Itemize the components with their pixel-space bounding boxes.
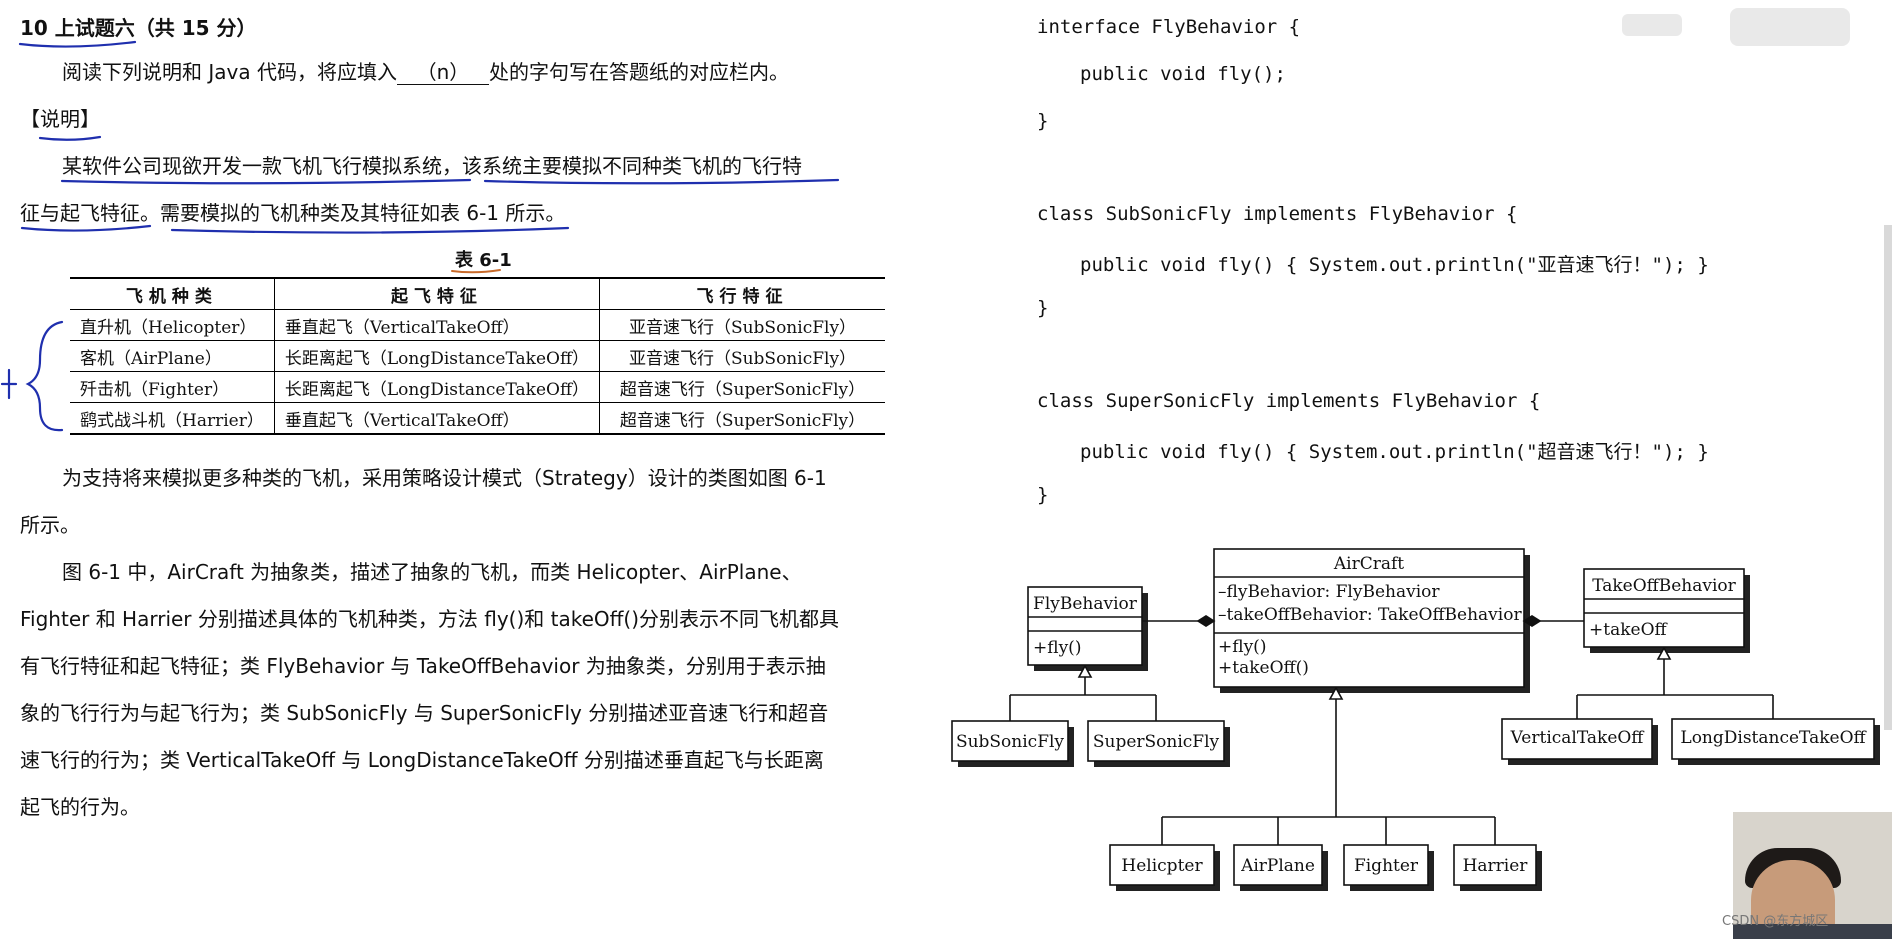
verticaltakeoff-name: VerticalTakeOff — [1510, 728, 1646, 748]
table-cell: 直升机（Helicopter） — [80, 317, 257, 338]
table-caption: 表 6-1 — [455, 250, 512, 271]
para3-line5: 速飞行的行为；类 VerticalTakeOff 与 LongDistanceT… — [20, 748, 824, 772]
para1-underline-c — [20, 224, 152, 232]
table-cell: 长距离起飞（LongDistanceTakeOff） — [273, 340, 600, 372]
class-fighter: Fighter — [1343, 844, 1434, 891]
subsonicfly-name: SubSonicFly — [956, 732, 1064, 752]
helicpter-name: Helicpter — [1121, 856, 1203, 876]
class-aircraft: AirCraft –flyBehavior: FlyBehavior –take… — [1213, 548, 1530, 693]
flybehavior-name: FlyBehavior — [1033, 594, 1138, 614]
question-title: 10 上试题六（共 15 分） — [20, 16, 257, 40]
aircraft-op-fly: +fly() — [1218, 637, 1266, 657]
intro-after: 处的字句写在答题纸的对应栏内。 — [488, 60, 789, 84]
takeoff-inheritance — [1576, 646, 1774, 719]
airplane-name: AirPlane — [1240, 856, 1315, 876]
class-longdistancetakeoff: LongDistanceTakeOff — [1671, 718, 1880, 765]
class-supersonicfly: SuperSonicFly — [1087, 720, 1230, 767]
webcam-shirt — [1733, 924, 1892, 939]
class-flybehavior: FlyBehavior +fly() — [1027, 586, 1148, 671]
title-underline — [18, 40, 137, 48]
class-verticaltakeoff: VerticalTakeOff — [1501, 718, 1658, 765]
fighter-name: Fighter — [1354, 856, 1419, 876]
aircraft-inheritance — [1161, 686, 1496, 845]
code-line-1: interface FlyBehavior { — [1037, 16, 1301, 38]
supersonicfly-name: SuperSonicFly — [1093, 732, 1220, 752]
code-line-9: } — [1037, 484, 1049, 506]
para1-underline-a — [60, 178, 472, 185]
code-line-8: public void fly() { System.out.println("… — [1080, 441, 1709, 463]
table-cell: 垂直起飞（VerticalTakeOff） — [273, 402, 600, 435]
harrier-name: Harrier — [1463, 856, 1529, 876]
answer-blank: （n） — [396, 60, 489, 85]
composition-links — [1142, 615, 1584, 627]
table-cell: 垂直起飞（VerticalTakeOff） — [273, 309, 600, 341]
table-cell: 长距离起飞（LongDistanceTakeOff） — [273, 371, 600, 403]
para1-line1: 某软件公司现欲开发一款飞机飞行模拟系统，该系统主要模拟不同种类飞机的飞行特 — [62, 154, 802, 178]
section-label: 【说明】 — [20, 107, 100, 131]
question-panel: 10 上试题六（共 15 分） 阅读下列说明和 Java 代码，将应填入（n）处… — [0, 0, 940, 939]
table-cell: 亚音速飞行（SubSonicFly） — [599, 340, 885, 372]
table-cell: 歼击机（Fighter） — [70, 371, 275, 403]
class-airplane: AirPlane — [1233, 844, 1328, 891]
longdistancetakeoff-name: LongDistanceTakeOff — [1680, 728, 1867, 748]
table-row: 直升机（Helicopter） 垂直起飞（VerticalTakeOff） 亚音… — [70, 309, 885, 341]
bilibili-watermark-icon — [1622, 8, 1850, 46]
flybehavior-op: +fly() — [1033, 638, 1081, 658]
scrollbar[interactable] — [1884, 225, 1892, 730]
para1-underline-b — [483, 178, 840, 185]
code-line-6: } — [1037, 297, 1049, 319]
aircraft-attr-takeoff: –takeOffBehavior: TakeOffBehavior — [1218, 605, 1522, 625]
intro-before: 阅读下列说明和 Java 代码，将应填入 — [62, 60, 397, 84]
table-cell: 鹞式战斗机（Harrier） — [70, 402, 275, 435]
table-cell: 超音速飞行（SuperSonicFly） — [599, 371, 885, 403]
table-row: 歼击机（Fighter） 长距离起飞（LongDistanceTakeOff） … — [70, 371, 885, 403]
uml-class-diagram: AirCraft –flyBehavior: FlyBehavior –take… — [951, 548, 1880, 891]
table-row: 客机（AirPlane） 长距离起飞（LongDistanceTakeOff） … — [70, 340, 885, 372]
aircraft-op-takeoff: +takeOff() — [1218, 658, 1309, 678]
table-row: 鹞式战斗机（Harrier） 垂直起飞（VerticalTakeOff） 超音速… — [70, 402, 885, 435]
para3-line2: Fighter 和 Harrier 分别描述具体的飞机种类，方法 fly()和 … — [20, 607, 840, 631]
code-line-4: class SubSonicFly implements FlyBehavior… — [1037, 203, 1518, 225]
para1-underline-d — [170, 226, 570, 234]
plus-mark — [0, 368, 18, 400]
code-line-2: public void fly(); — [1080, 63, 1286, 85]
para1-line2: 征与起飞特征。需要模拟的飞机种类及其特征如表 6-1 所示。 — [20, 201, 566, 225]
table-cell: 亚音速飞行（SubSonicFly） — [599, 309, 885, 341]
code-line-7: class SuperSonicFly implements FlyBehavi… — [1037, 390, 1541, 412]
para2-line2: 所示。 — [20, 513, 80, 537]
takeoffbehavior-name: TakeOffBehavior — [1592, 576, 1736, 596]
para3-line6: 起飞的行为。 — [20, 795, 140, 819]
class-helicpter: Helicpter — [1109, 844, 1220, 891]
aircraft-attr-fly: –flyBehavior: FlyBehavior — [1218, 582, 1440, 602]
table-header-fly: 飞行特征 — [599, 277, 885, 310]
table-cell: 客机（AirPlane） — [70, 340, 275, 372]
intro-line: 阅读下列说明和 Java 代码，将应填入（n）处的字句写在答题纸的对应栏内。 — [20, 60, 789, 85]
table-cell: 超音速飞行（SuperSonicFly） — [599, 402, 885, 435]
aircraft-feature-table: 飞机种类 起飞特征 飞行特征 直升机（Helicopter） 垂直起飞（Vert… — [70, 277, 885, 435]
code-line-3: } — [1037, 110, 1049, 132]
code-line-5: public void fly() { System.out.println("… — [1080, 254, 1709, 276]
class-subsonicfly: SubSonicFly — [951, 720, 1074, 767]
table-header-type: 飞机种类 — [70, 277, 275, 310]
webcam-overlay — [1733, 812, 1892, 939]
csdn-watermark: CSDN @东方城区 — [1722, 914, 1829, 929]
class-harrier: Harrier — [1453, 844, 1542, 891]
aircraft-name: AirCraft — [1333, 554, 1404, 574]
class-takeoffbehavior: TakeOffBehavior +takeOff — [1583, 568, 1750, 653]
para3-line1: 图 6-1 中，AirCraft 为抽象类，描述了抽象的飞机，而类 Helico… — [62, 560, 802, 584]
table-header-takeoff: 起飞特征 — [273, 277, 600, 310]
para3-line4: 象的飞行行为与起飞行为；类 SubSonicFly 与 SuperSonicFl… — [20, 701, 829, 725]
section-underline — [38, 135, 102, 141]
fly-inheritance — [1009, 664, 1157, 721]
para3-line3: 有飞行特征和起飞特征；类 FlyBehavior 与 TakeOffBehavi… — [20, 654, 826, 678]
takeoffbehavior-op: +takeOff — [1589, 620, 1669, 640]
brace-mark — [25, 320, 64, 432]
para2-line1: 为支持将来模拟更多种类的飞机，采用策略设计模式（Strategy）设计的类图如图… — [62, 466, 827, 490]
